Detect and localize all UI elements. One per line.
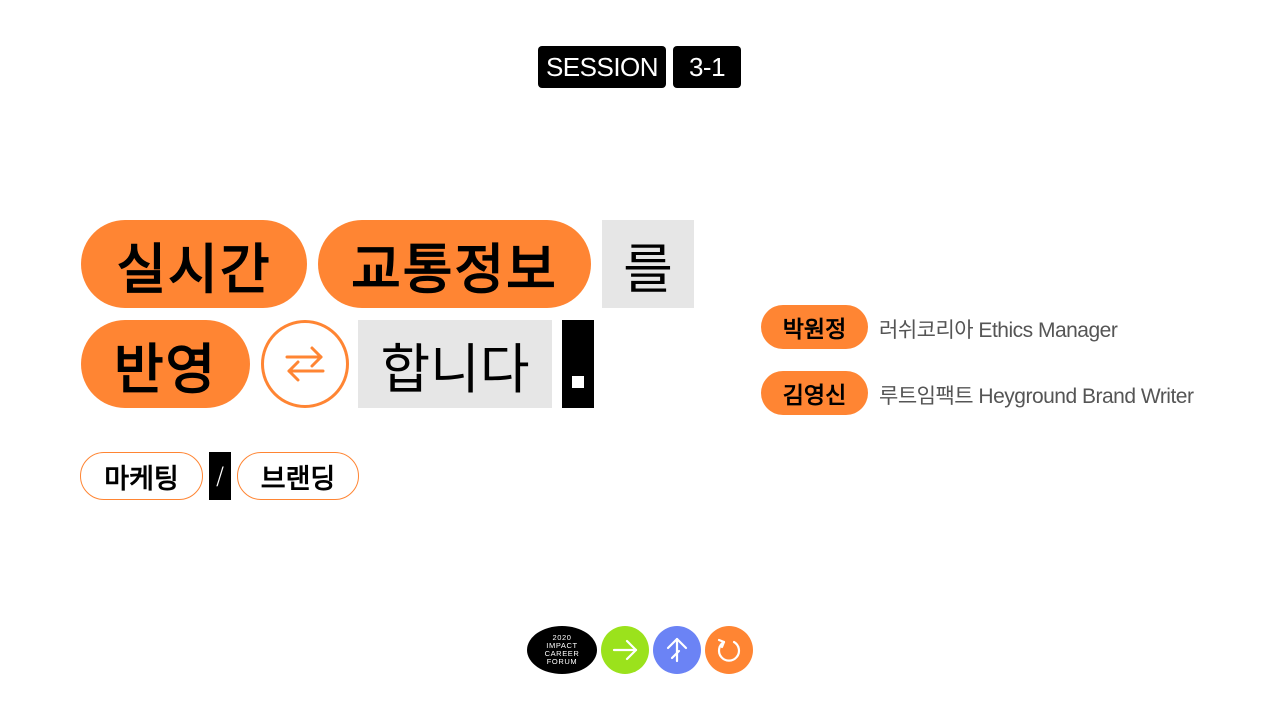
title-period-dot xyxy=(572,376,584,388)
logo-line-career: CAREER xyxy=(544,649,580,658)
speaker-name-1: 박원정 xyxy=(761,305,868,349)
arrow-right-icon xyxy=(612,639,638,661)
arrow-up-icon xyxy=(666,637,688,663)
speaker-name-2: 김영신 xyxy=(761,371,868,415)
logo-line-impact: IMPACT xyxy=(546,641,578,650)
speaker-role-2: 루트임팩트 Heyground Brand Writer xyxy=(879,385,1194,408)
tag-marketing: 마케팅 xyxy=(80,452,203,500)
swap-arrows-icon xyxy=(261,320,349,408)
speaker-role-1: 러쉬코리아 Ethics Manager xyxy=(879,319,1118,342)
refresh-button[interactable] xyxy=(705,626,753,674)
tag-separator: / xyxy=(209,452,231,500)
logo-line-year: 2020 xyxy=(552,633,572,642)
title-word-realtime: 실시간 xyxy=(81,220,307,308)
logo-line-forum: FORUM xyxy=(546,657,578,666)
title-period-bar xyxy=(562,320,594,408)
session-number: 3-1 xyxy=(673,46,741,88)
session-label: SESSION xyxy=(538,46,666,88)
tag-branding: 브랜딩 xyxy=(237,452,359,500)
title-particle-box: 를 xyxy=(602,220,694,308)
up-button[interactable] xyxy=(653,626,701,674)
next-button[interactable] xyxy=(601,626,649,674)
title-word-traffic-info: 교통정보 xyxy=(318,220,591,308)
title-word-reflect: 반영 xyxy=(81,320,250,408)
title-verb-box: 합니다 xyxy=(358,320,552,408)
refresh-icon xyxy=(717,638,741,662)
forum-logo[interactable]: 2020 IMPACT CAREER FORUM xyxy=(527,626,597,674)
